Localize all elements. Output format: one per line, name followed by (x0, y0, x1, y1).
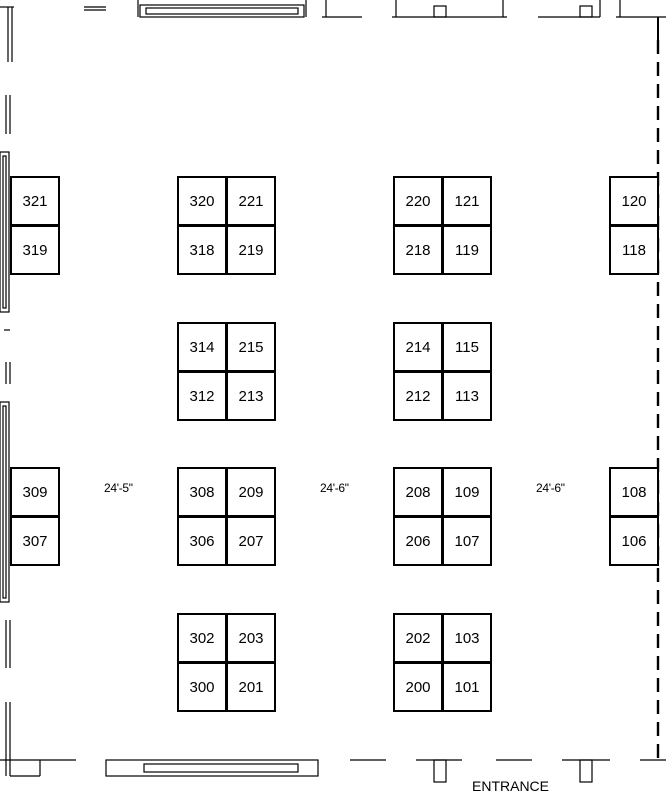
booth-302: 302 (177, 613, 227, 663)
booth-121: 121 (442, 176, 492, 226)
booth-212: 212 (393, 371, 443, 421)
booth-203: 203 (226, 613, 276, 663)
booth-201: 201 (226, 662, 276, 712)
booth-213: 213 (226, 371, 276, 421)
booth-318: 318 (177, 225, 227, 275)
booth-118: 118 (609, 225, 659, 275)
booth-312: 312 (177, 371, 227, 421)
booth-206: 206 (393, 516, 443, 566)
booth-219: 219 (226, 225, 276, 275)
aisle-dimension-right: 24'-6" (536, 481, 565, 495)
booth-115: 115 (442, 322, 492, 372)
booth-107: 107 (442, 516, 492, 566)
booth-106: 106 (609, 516, 659, 566)
booth-221: 221 (226, 176, 276, 226)
booth-321: 321 (10, 176, 60, 226)
booth-119: 119 (442, 225, 492, 275)
booth-309: 309 (10, 467, 60, 517)
booth-113: 113 (442, 371, 492, 421)
booth-220: 220 (393, 176, 443, 226)
aisle-dimension-left: 24'-5" (104, 481, 133, 495)
booth-109: 109 (442, 467, 492, 517)
booth-308: 308 (177, 467, 227, 517)
booth-209: 209 (226, 467, 276, 517)
booth-320: 320 (177, 176, 227, 226)
booth-207: 207 (226, 516, 276, 566)
booth-215: 215 (226, 322, 276, 372)
aisle-dimension-center: 24'-6" (320, 481, 349, 495)
booth-306: 306 (177, 516, 227, 566)
booth-314: 314 (177, 322, 227, 372)
entrance-label: ENTRANCE (472, 778, 550, 794)
booth-108: 108 (609, 467, 659, 517)
booth-101: 101 (442, 662, 492, 712)
booth-319: 319 (10, 225, 60, 275)
booth-307: 307 (10, 516, 60, 566)
booth-208: 208 (393, 467, 443, 517)
booth-103: 103 (442, 613, 492, 663)
booth-200: 200 (393, 662, 443, 712)
booth-218: 218 (393, 225, 443, 275)
booth-202: 202 (393, 613, 443, 663)
booth-120: 120 (609, 176, 659, 226)
booth-300: 300 (177, 662, 227, 712)
booth-214: 214 (393, 322, 443, 372)
